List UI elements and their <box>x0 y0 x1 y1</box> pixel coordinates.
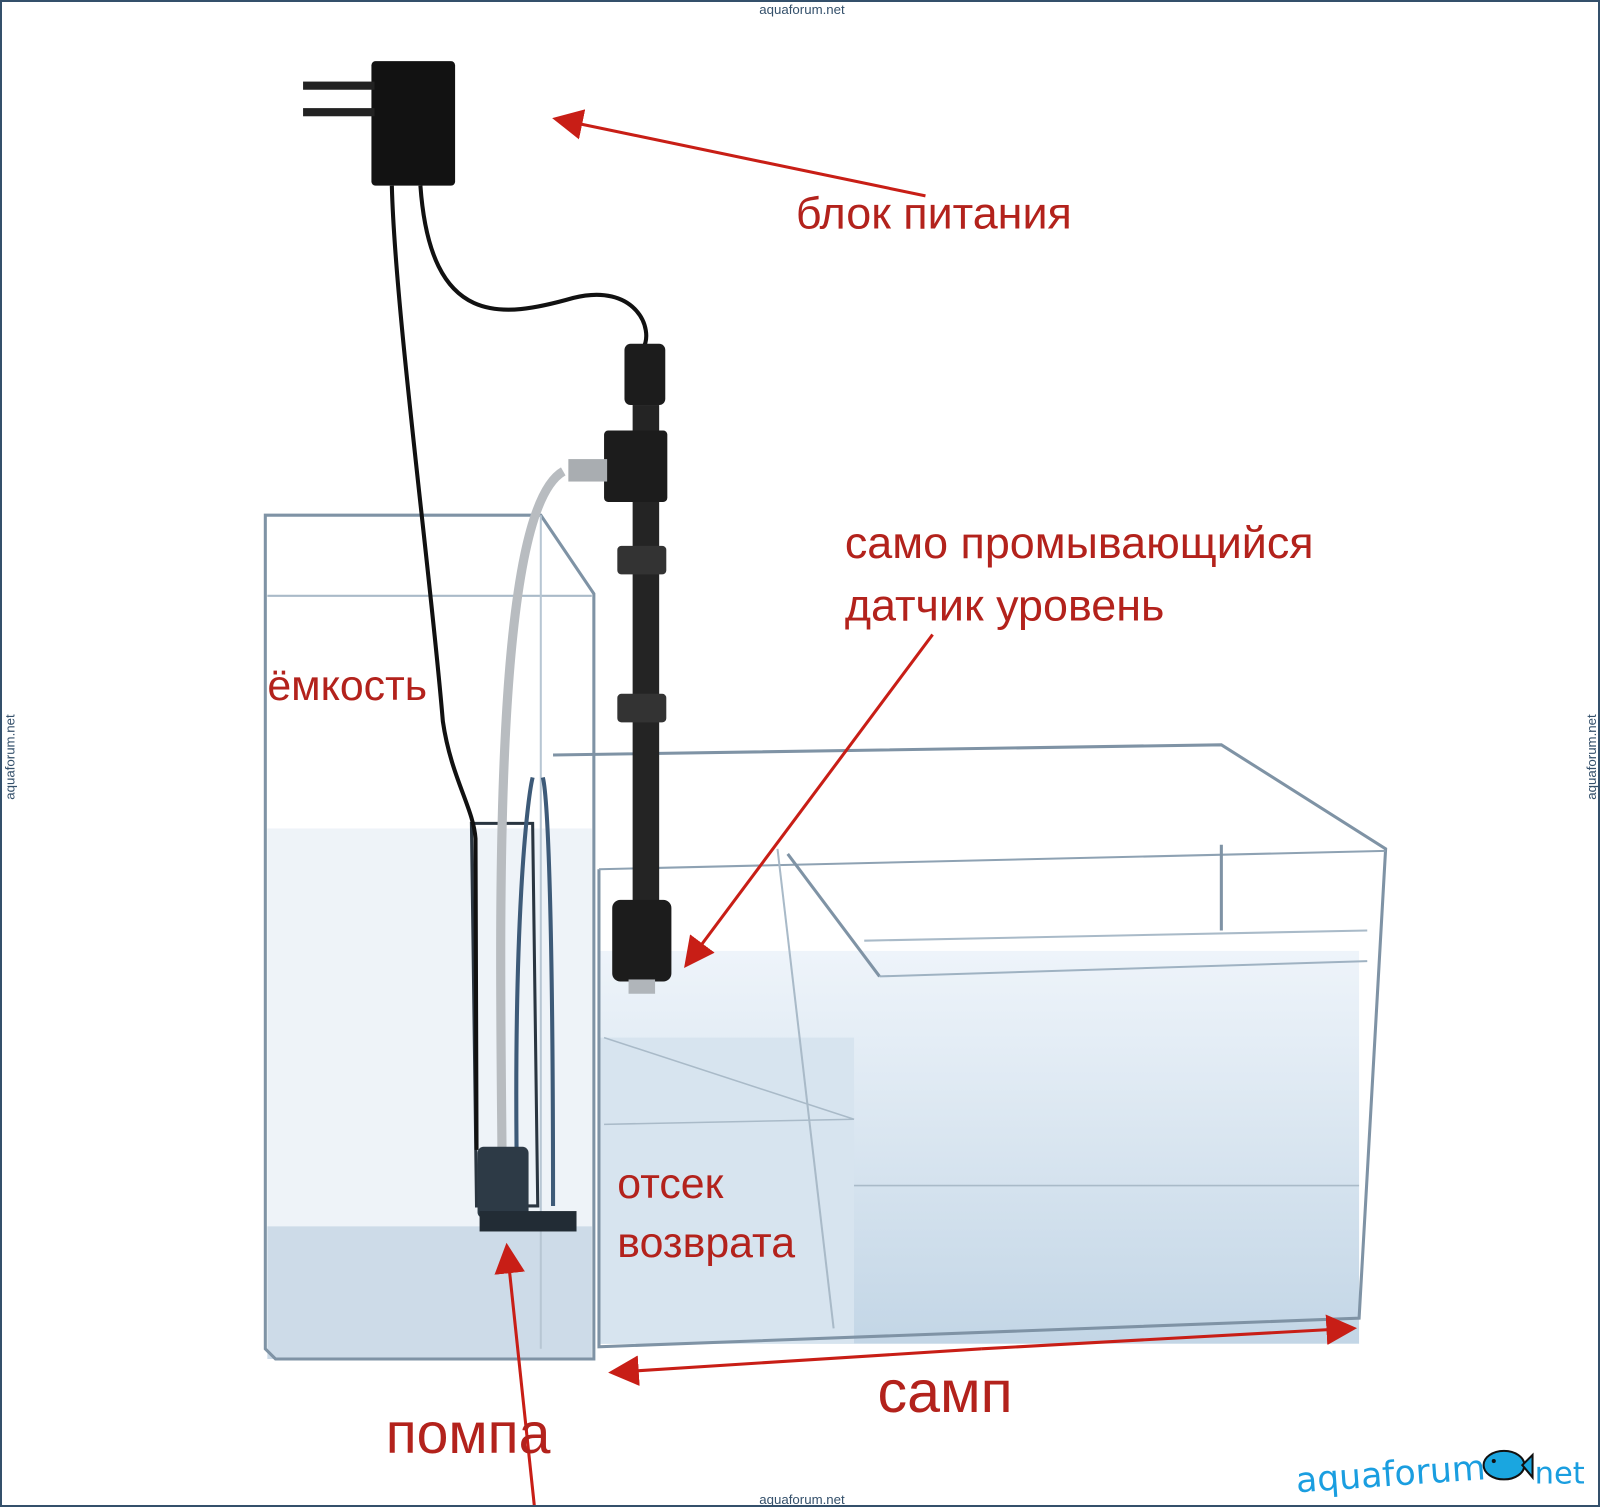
sump-arrow-left <box>608 1347 982 1386</box>
label-return-line1: отсек <box>617 1160 723 1208</box>
watermark-top: aquaforum.net <box>759 2 845 17</box>
logo-word: aquaforum <box>1295 1448 1487 1501</box>
sensor-arrow <box>684 633 934 969</box>
label-return-line2: возврата <box>617 1219 795 1267</box>
reservoir-tank <box>263 513 596 1361</box>
level-sensor <box>568 343 672 994</box>
label-sump: самп <box>878 1358 1013 1425</box>
label-sensor-line2: датчик уровень <box>845 579 1165 630</box>
label-power-supply: блок питания <box>796 188 1072 239</box>
sump-arrow-right <box>981 1314 1358 1351</box>
fish-icon <box>1482 1449 1534 1481</box>
logo-suffix: net <box>1535 1456 1585 1491</box>
power-supply-arrow <box>552 109 926 198</box>
watermark-left: aquaforum.net <box>2 714 17 800</box>
sump-tank <box>553 743 1388 1349</box>
label-sensor-line1: само промывающийся <box>845 517 1314 568</box>
power-supply <box>303 61 649 1150</box>
pump-arrow <box>494 1242 536 1505</box>
label-pump: помпа <box>386 1402 551 1466</box>
label-reservoir: ёмкость <box>267 662 427 710</box>
watermark-bottom: aquaforum.net <box>759 1492 845 1507</box>
watermark-right: aquaforum.net <box>1584 714 1599 800</box>
aquaforum-logo: aquaforum net <box>1295 1448 1585 1501</box>
